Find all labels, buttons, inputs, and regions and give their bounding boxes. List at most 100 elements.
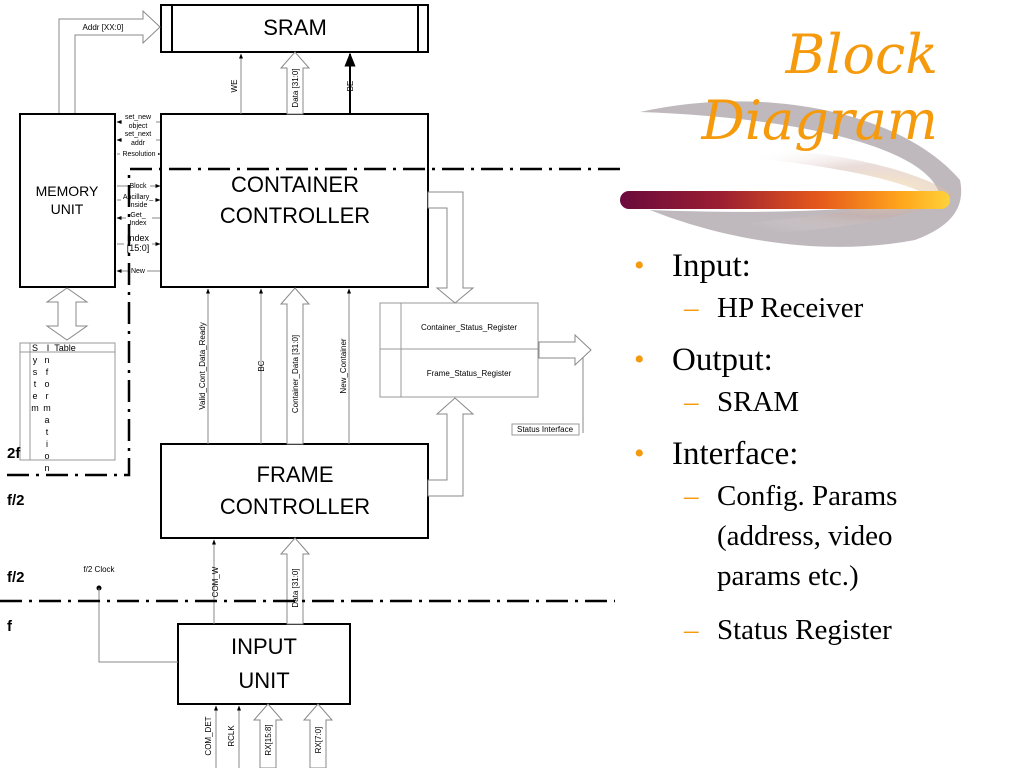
bc-label: BC: [257, 360, 266, 371]
domain-f2-upper-label: f/2: [7, 492, 25, 509]
addr-bus-arrow: [58, 9, 161, 115]
com-w-label: COM_W: [211, 566, 220, 597]
block-label: Block: [129, 183, 147, 190]
f2-clock-line: [96, 585, 178, 663]
index-label-1: Index: [127, 233, 150, 243]
domain-2f-label: 2f: [7, 445, 21, 462]
memory-unit-label-1: MEMORY: [36, 183, 99, 199]
bullet-dot-icon: •: [634, 249, 645, 282]
container-controller-label-1: CONTAINER: [231, 172, 359, 197]
rx-lo-label: RX[7:0]: [314, 727, 323, 754]
container-controller-block: CONTAINER CONTROLLER: [160, 113, 429, 288]
sit-header-i: I: [47, 343, 50, 353]
sit-header-table: Table: [54, 343, 76, 353]
sub-bullet-sram-text: SRAM: [717, 386, 800, 418]
be-signal-label: BE: [346, 81, 355, 92]
clock-domain-boundaries: [0, 167, 620, 603]
container-controller-label-2: CONTROLLER: [220, 203, 370, 228]
domain-f2-lower-label: f/2: [7, 569, 25, 586]
sit-col2-9: n: [44, 463, 49, 473]
sit-col1-1: s: [33, 367, 38, 377]
external-input-signals: [214, 703, 334, 768]
sub-bullet-config-params-text: Config. Params (address, video params et…: [717, 480, 898, 592]
we-signal-label: WE: [230, 80, 239, 93]
frame-status-register-label: Frame_Status_Register: [427, 369, 512, 378]
sit-col2-0: n: [44, 355, 49, 365]
status-registers: Container_Status_Register Frame_Status_R…: [379, 302, 539, 398]
sit-col1-0: y: [33, 355, 38, 365]
sub-bullet-dash-icon: –: [684, 386, 699, 418]
addr-signal-label: Addr [XX:0]: [83, 23, 124, 32]
frame-controller-block: FRAME CONTROLLER: [160, 443, 429, 539]
register-connections: [427, 191, 592, 497]
ancillary-inside-label-2: Inside: [129, 202, 148, 209]
bullet-interface: • Interface:: [632, 432, 962, 476]
resolution-label: Resolution: [122, 151, 155, 158]
memory-table-bus-arrow: [45, 287, 89, 341]
sit-col2-7: i: [46, 439, 48, 449]
bullet-list: •Input: –HP Receiver •Output: –SRAM •Int…: [632, 240, 962, 660]
container-data-label: Container_Data [31:0]: [291, 335, 300, 413]
index-label-2: [15:0]: [127, 243, 150, 253]
set-new-object-label-1: set_new: [125, 114, 152, 121]
title-swoosh-decoration: [620, 101, 962, 247]
sub-bullet-config-params: –Config. Params (address, video params e…: [632, 476, 962, 596]
data-input-label: Data [31:0]: [291, 568, 300, 607]
set-next-addr-label-2: addr: [131, 140, 146, 147]
memory-controller-signal-labels: set_new object set_next addr Resolution …: [120, 113, 158, 275]
sub-bullet-dash-icon: –: [684, 292, 699, 324]
sit-col2-8: o: [44, 451, 49, 461]
memory-unit-label-2: UNIT: [51, 201, 84, 217]
f2-clock-label: f/2 Clock: [83, 565, 115, 574]
input-to-frame-signals: [212, 537, 311, 625]
valid-cont-data-ready-label: Valid_Cont_Data_Ready: [198, 322, 207, 409]
sub-bullet-status-register: –Status Register: [632, 610, 962, 650]
clock-domain-labels: 2f f/2 f/2 f: [7, 445, 25, 635]
new-label: New: [131, 268, 146, 275]
sit-header-s: S: [32, 343, 38, 353]
sit-col2-6: t: [46, 427, 49, 437]
bullet-dot-icon: •: [634, 343, 645, 376]
frame-to-container-signals: [206, 287, 351, 445]
frame-controller-label-1: FRAME: [257, 462, 334, 487]
slide-title-line-1: Block: [785, 23, 938, 86]
bullet-output-label: Output:: [672, 342, 773, 378]
bullet-input-label: Input:: [672, 248, 751, 284]
slide-title: Block Diagram: [678, 22, 938, 154]
new-container-label: New_Container: [339, 338, 348, 393]
sit-col2-2: o: [44, 379, 49, 389]
sram-block: SRAM: [160, 4, 429, 53]
sit-col1-4: m: [31, 403, 39, 413]
sit-col2-4: m: [43, 403, 51, 413]
input-unit-label-2: UNIT: [238, 668, 289, 693]
slide-title-line-2: Diagram: [701, 89, 938, 152]
sub-bullet-dash-icon: –: [684, 480, 699, 512]
memory-unit-block: MEMORY UNIT: [19, 113, 116, 288]
sit-col2-1: f: [46, 367, 49, 377]
data-sram-signal-label: Data [31:0]: [291, 68, 300, 107]
get-index-label-2: Index: [129, 220, 147, 227]
set-new-object-label-2: object: [129, 123, 148, 130]
sram-label: SRAM: [263, 15, 327, 40]
bullet-input: • Input:: [632, 244, 962, 288]
status-interface-label: Status Interface: [517, 425, 574, 434]
rx-hi-label: RX[15:8]: [264, 724, 273, 755]
bullet-dot-icon: •: [634, 437, 645, 470]
com-det-label: COM_DET: [204, 716, 213, 755]
sub-bullet-hp-receiver: –HP Receiver: [632, 288, 962, 328]
set-next-addr-label-1: set_next: [125, 131, 152, 138]
get-index-label-1: Get_: [130, 212, 145, 219]
input-unit-block: INPUT UNIT: [177, 623, 351, 705]
sub-bullet-dash-icon: –: [684, 614, 699, 646]
sit-col1-2: t: [34, 379, 37, 389]
sit-table-text: S I Table y s t e m n f o r m a t i o n: [31, 343, 76, 473]
ancillary-inside-label-1: Ancillary_: [123, 194, 153, 201]
system-information-table: [19, 342, 116, 461]
bullet-interface-label: Interface:: [672, 436, 799, 472]
sub-bullet-sram: –SRAM: [632, 382, 962, 422]
rclk-label: RCLK: [227, 725, 236, 747]
input-unit-label-1: INPUT: [231, 634, 297, 659]
sit-col2-5: a: [44, 415, 49, 425]
sram-input-signals: [239, 51, 356, 115]
